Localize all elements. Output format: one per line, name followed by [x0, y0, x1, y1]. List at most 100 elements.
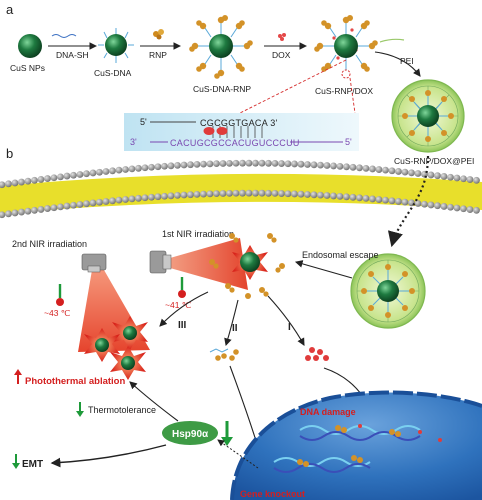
lipid-head-inner: [343, 193, 350, 201]
lipid-head-outer: [414, 170, 422, 177]
dna-sh-label: DNA-SH: [56, 50, 89, 60]
lipid-head-outer: [284, 160, 292, 168]
lipid-head-inner: [135, 194, 142, 202]
lipid-head-inner: [297, 190, 305, 198]
lipid-head-inner: [401, 198, 409, 206]
lipid-head-outer: [50, 174, 58, 182]
lipid-head-outer: [382, 166, 389, 174]
lipid-head-outer: [349, 163, 357, 171]
lipid-head-inner: [57, 203, 64, 211]
lipid-head-inner: [180, 191, 188, 199]
emt-label: EMT: [22, 459, 43, 470]
lipid-head-inner: [232, 189, 240, 197]
lipid-head-inner: [421, 200, 428, 208]
lipid-head-inner: [44, 205, 51, 212]
lipid-head-inner: [271, 190, 279, 197]
lipid-head-outer: [24, 177, 32, 185]
lipid-head-outer: [375, 166, 383, 173]
dna-sh-arrow: [48, 34, 98, 50]
lipid-head-outer: [401, 168, 409, 176]
lipid-head-outer: [5, 180, 12, 188]
released-dox: [305, 347, 329, 361]
lipid-head-inner: [330, 192, 337, 200]
dox-label: DOX: [272, 50, 291, 60]
lipid-head-outer: [362, 164, 370, 172]
lipid-head-outer: [44, 175, 51, 182]
sequence-inset: [124, 59, 359, 151]
thermotolerance-down-arrow: [76, 402, 84, 417]
lipid-head-inner: [213, 190, 220, 198]
lipid-head-inner: [447, 203, 454, 211]
lipid-head-inner: [122, 196, 129, 203]
seq-bottom-prime-right: 5': [345, 137, 352, 147]
lipid-head-inner: [0, 211, 6, 219]
hsp-to-emt-arrow: [50, 444, 167, 468]
lipid-head-inner: [375, 196, 383, 203]
lipid-head-outer: [466, 176, 474, 183]
lipid-head-inner: [115, 196, 123, 204]
cus-rnp-dox-pei-particle: [391, 79, 465, 153]
lipid-head-inner: [187, 191, 194, 199]
lipid-head-inner: [161, 192, 168, 200]
lipid-head-inner: [323, 192, 331, 199]
cell-membrane: [0, 159, 482, 219]
route-III-label: III: [178, 320, 187, 331]
lipid-head-inner: [362, 194, 370, 202]
lipid-head-outer: [167, 162, 175, 170]
cus-dna-particle: [98, 28, 134, 63]
lipid-head-inner: [349, 193, 357, 201]
lipid-head-inner: [89, 199, 97, 207]
lipid-head-outer: [310, 161, 318, 169]
emt-down-arrow: [12, 454, 20, 469]
lipid-head-outer: [369, 165, 376, 173]
lipid-head-outer: [70, 171, 77, 179]
lipid-head-outer: [187, 161, 194, 169]
lipid-head-outer: [460, 175, 467, 183]
released-rnp: [209, 348, 239, 361]
hsp90a-label: Hsp90α: [172, 429, 209, 440]
lipid-head-outer: [304, 161, 311, 168]
lipid-head-outer: [200, 160, 207, 168]
lipid-head-outer: [388, 167, 396, 175]
lipid-head-inner: [31, 206, 38, 214]
cus-dna-label: CuS-DNA: [94, 68, 132, 78]
lipid-head-inner: [206, 190, 214, 198]
lipid-head-outer: [174, 161, 181, 169]
lipid-head-inner: [5, 210, 12, 218]
lipid-head-inner: [200, 190, 207, 198]
lipid-head-inner: [317, 191, 324, 199]
escape-arrow: [294, 260, 353, 279]
lipid-head-inner: [24, 207, 32, 215]
seq-bottom-prime-left: 3': [130, 137, 137, 147]
lipid-head-outer: [278, 160, 285, 167]
lipid-head-outer: [473, 176, 480, 184]
lipid-head-inner: [102, 198, 110, 205]
dox-arrow: [264, 33, 308, 50]
route-I-arrow: [267, 295, 305, 346]
lipid-head-inner: [434, 202, 441, 210]
lipid-head-outer: [37, 176, 45, 183]
thermometer-43-icon: [56, 284, 64, 306]
hsp90a-down-arrow: [221, 421, 233, 446]
lipid-head-outer: [245, 159, 253, 167]
lipid-head-outer: [427, 171, 435, 179]
lipid-head-outer: [11, 179, 19, 187]
lipid-head-outer: [141, 164, 149, 172]
lipid-head-inner: [245, 189, 253, 197]
photothermal-ablation-label: Photothermal ablation: [25, 376, 125, 387]
lipid-head-outer: [336, 162, 344, 170]
lipid-head-inner: [154, 193, 162, 201]
lipid-head-outer: [258, 159, 266, 167]
lipid-head-inner: [252, 189, 259, 197]
lipid-head-outer: [0, 181, 6, 189]
panel-b-label: b: [6, 146, 13, 161]
lipid-head-inner: [258, 189, 266, 197]
seq-top-prime: 5': [140, 117, 147, 127]
lipid-head-outer: [76, 171, 84, 178]
dna-damage-label: DNA damage: [300, 407, 356, 417]
lipid-head-outer: [356, 164, 363, 172]
lipid-head-inner: [141, 194, 149, 202]
lipid-head-outer: [271, 160, 279, 167]
